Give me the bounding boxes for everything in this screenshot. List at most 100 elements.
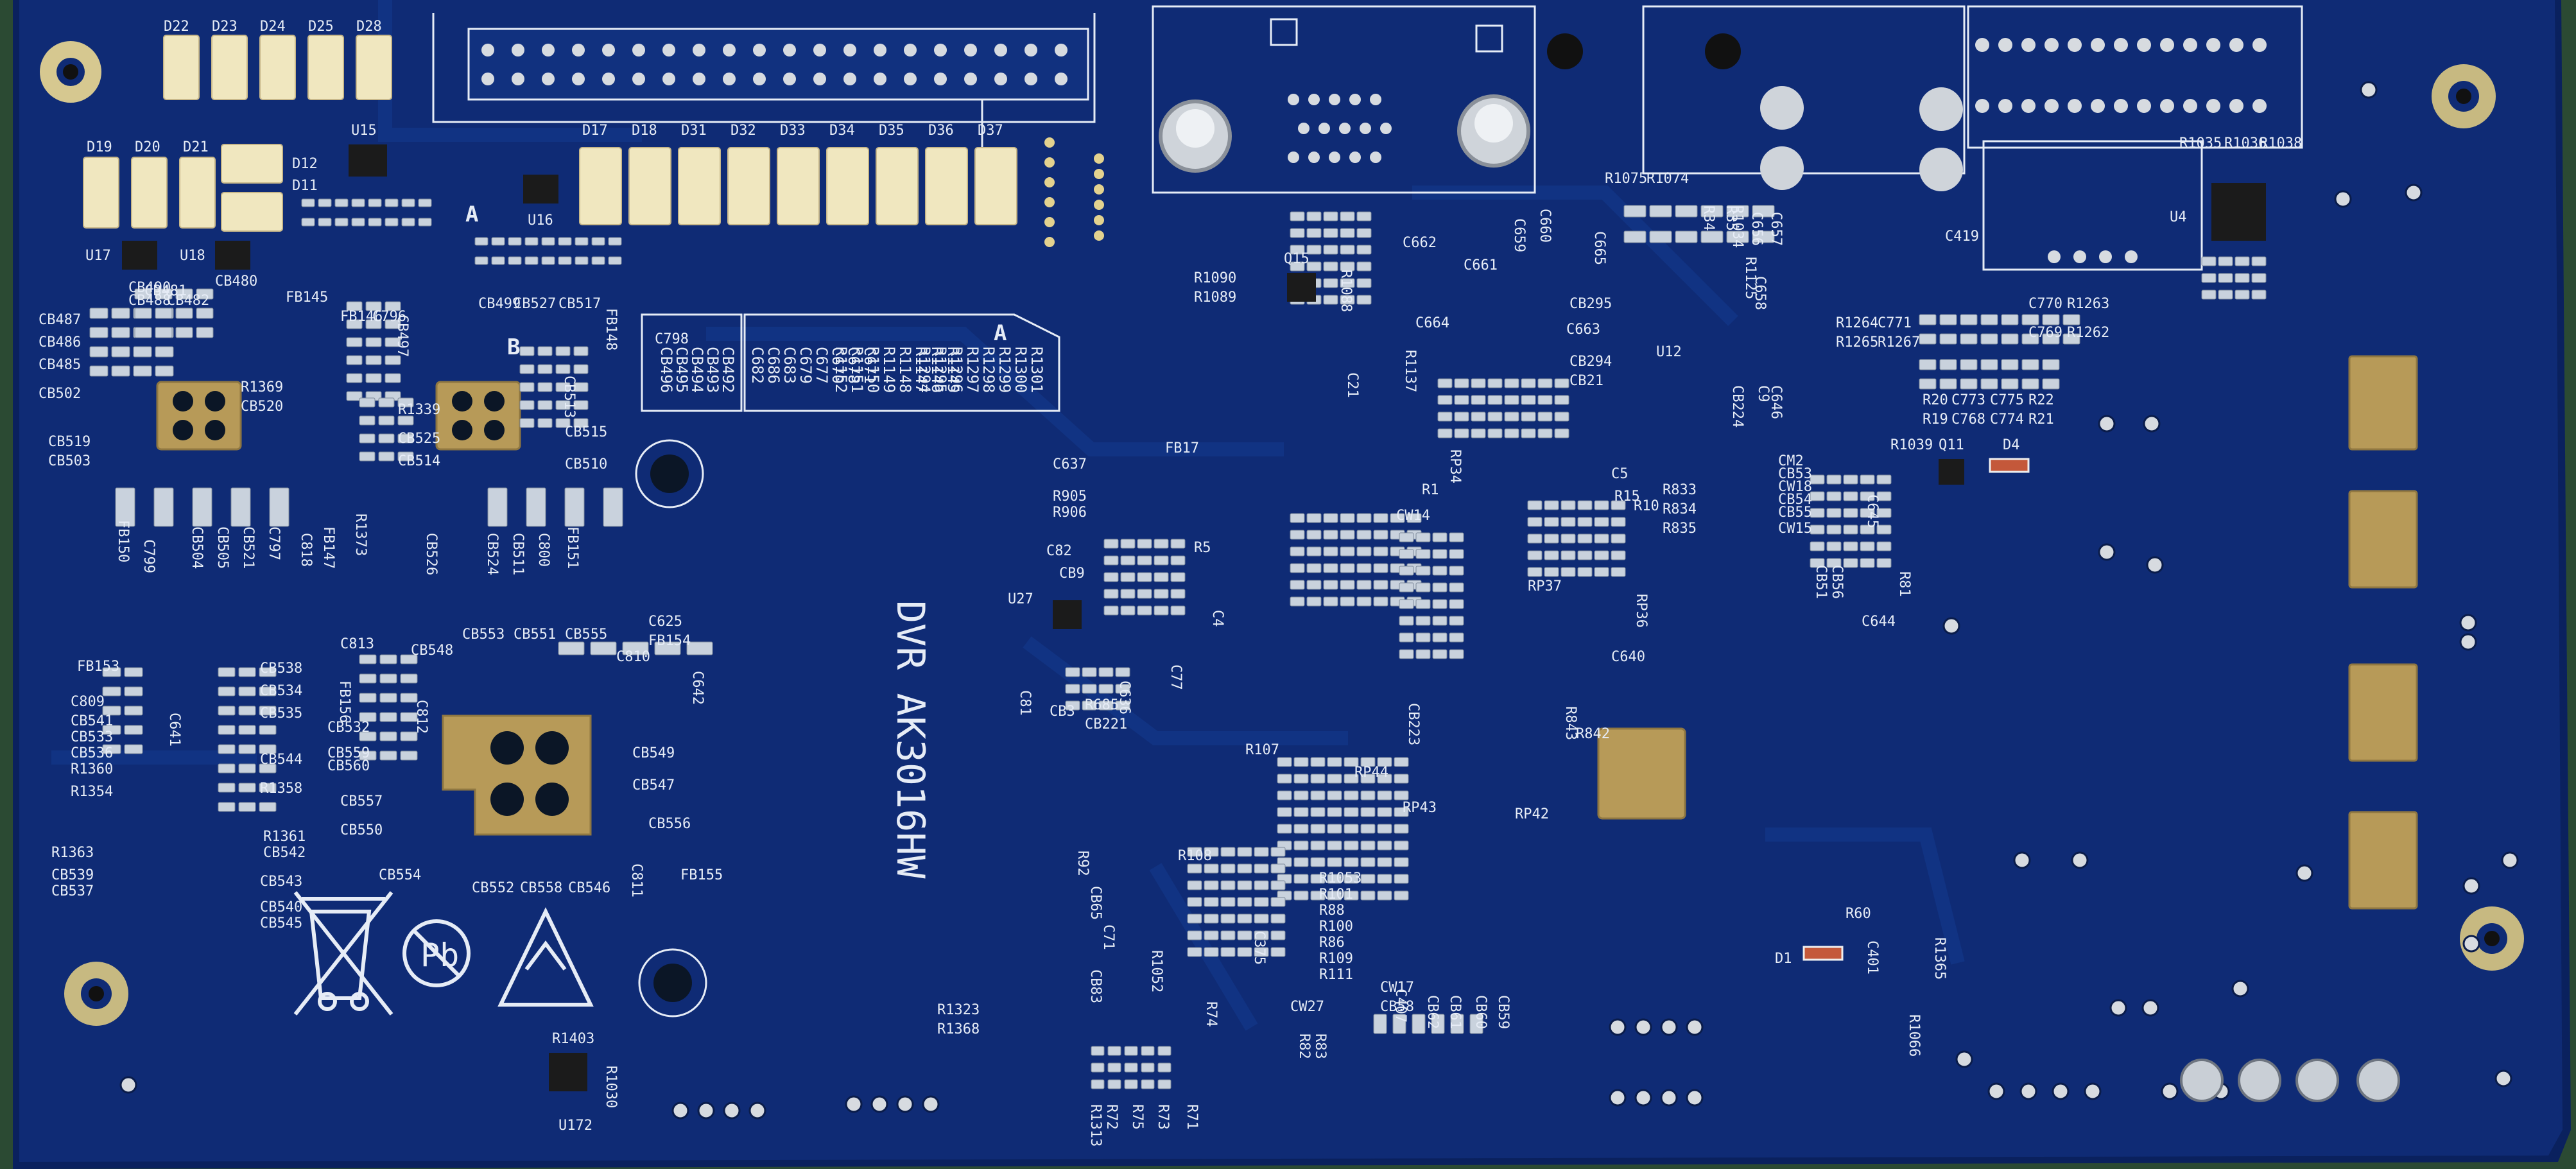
silk-label-d4: D4 <box>2003 437 2020 453</box>
table-a-cell: C677 <box>813 347 831 384</box>
silk-label-c796: C796 <box>372 309 406 325</box>
silk-label-r20: R20 <box>1923 392 1948 408</box>
silk-label-r834: R834 <box>1663 501 1697 517</box>
table-a-cell: R1301 <box>1028 347 1046 393</box>
silk-label-d18: D18 <box>632 123 657 139</box>
table-a-cell: R1295 <box>931 347 949 393</box>
silk-label-c810: C810 <box>616 649 650 665</box>
silk-label-c768: C768 <box>1951 411 1985 428</box>
silk-label-cb545: CB545 <box>260 915 302 931</box>
silk-label-cw18: CW18 <box>1778 479 1812 495</box>
silk-label-cb58: CB58 <box>1380 999 1414 1015</box>
connector-right-top <box>1975 38 2267 263</box>
silk-label-c659: C659 <box>1511 218 1527 252</box>
silk-label-r10: R10 <box>1634 498 1659 514</box>
silk-label-c71: C71 <box>1100 924 1116 950</box>
silk-label-cb555: CB555 <box>565 627 607 643</box>
silk-label-cb224: CB224 <box>1729 385 1745 428</box>
silk-label-q15: Q15 <box>1284 251 1310 267</box>
table-a-cell: R1151 <box>848 347 866 393</box>
silk-label-cb558: CB558 <box>520 880 562 896</box>
silk-label-c800: C800 <box>535 533 551 567</box>
silk-label-r1365: R1365 <box>1932 937 1948 980</box>
silk-label-r1053: R1053 <box>1319 870 1361 887</box>
silk-label-cb65: CB65 <box>1087 886 1103 920</box>
silk-label-cb59: CB59 <box>1495 995 1511 1029</box>
silk-label-r843: R843 <box>1562 706 1578 740</box>
silk-label-c407: C407 <box>1392 989 1408 1023</box>
silk-label-r21: R21 <box>2028 411 2054 428</box>
silk-label-cb544: CB544 <box>260 752 302 768</box>
silk-label-d34: D34 <box>829 123 855 139</box>
silk-label-r88: R88 <box>1319 903 1345 919</box>
silk-label-cb499: CB499 <box>478 296 521 312</box>
silk-label-r1263: R1263 <box>2067 296 2109 312</box>
silk-label-r1339: R1339 <box>398 402 440 418</box>
silk-label-c769: C769 <box>2028 325 2062 341</box>
silk-label-cw15: CW15 <box>1778 521 1812 537</box>
silk-frames <box>432 5 2303 412</box>
silk-label-u15: U15 <box>351 123 377 139</box>
silk-label-cb513: CB513 <box>561 376 577 418</box>
silk-label-c811: C811 <box>628 863 644 897</box>
mounting-hole-bottom-right <box>2460 906 2524 971</box>
silk-label-c771: C771 <box>1878 315 1912 331</box>
silk-label-r685: R685 <box>1085 697 1119 713</box>
silk-label-d17: D17 <box>582 123 608 139</box>
silk-label-r108: R108 <box>1178 848 1212 864</box>
silk-label-rp43: RP43 <box>1403 800 1437 816</box>
vias <box>119 81 2519 1120</box>
table-a-cell: C671 <box>861 347 879 384</box>
silk-label-cb521: CB521 <box>240 526 256 569</box>
silk-label-r86: R86 <box>1319 935 1345 951</box>
silk-label-cb556: CB556 <box>648 816 691 832</box>
silk-label-r1313: R1313 <box>1087 1104 1103 1147</box>
silk-label-r73: R73 <box>1155 1104 1171 1130</box>
board-model-label: DVR AK3016HW <box>888 600 933 879</box>
silk-label-fb155: FB155 <box>680 867 723 883</box>
silk-label-c775: C775 <box>1990 392 2024 408</box>
silk-label-fb154: FB154 <box>648 633 691 649</box>
silk-label-c645: C645 <box>1864 494 1880 528</box>
silk-label-r92: R92 <box>1075 851 1091 876</box>
silk-label-cb56: CB56 <box>1829 565 1845 599</box>
silk-label-c812: C812 <box>413 700 429 734</box>
silk-label-r22: R22 <box>2028 392 2054 408</box>
silk-label-c82: C82 <box>1046 543 1072 559</box>
silk-label-r1137: R1137 <box>1402 350 1418 392</box>
silk-label-cb526: CB526 <box>423 533 439 575</box>
table-b-cell: CB496 <box>657 347 675 393</box>
table-b-cell: CB495 <box>673 347 691 393</box>
silk-label-cb60: CB60 <box>1473 995 1489 1029</box>
silk-label-cb487: CB487 <box>39 312 81 328</box>
silk-label-fb145: FB145 <box>286 290 328 306</box>
silk-label-r1036: R1036 <box>2224 135 2267 152</box>
silk-label-r1038: R1038 <box>2260 135 2302 152</box>
silk-label-u27: U27 <box>1008 591 1033 607</box>
silk-label-cw14: CW14 <box>1396 508 1430 524</box>
silk-label-cb490: CB490 <box>128 280 171 296</box>
silk-label-cb552: CB552 <box>472 880 514 896</box>
mounting-hole-lower-left <box>638 948 707 1017</box>
table-a-cell: R1148 <box>896 347 914 393</box>
silk-label-cb534: CB534 <box>260 683 302 699</box>
silk-label-cb83: CB83 <box>1087 969 1103 1003</box>
silk-label-r1089: R1089 <box>1194 290 1236 306</box>
silk-label-c625: C625 <box>648 614 682 630</box>
silk-label-rp34: RP34 <box>1447 449 1463 483</box>
silk-label-cb510: CB510 <box>565 456 607 472</box>
silk-label-c797: C797 <box>266 526 282 560</box>
section-a-label-2: A <box>465 202 478 227</box>
silk-label-r1373: R1373 <box>352 514 368 556</box>
silk-label-fb17: FB17 <box>1165 440 1199 456</box>
silk-label-fb146: FB146 <box>340 309 383 325</box>
silk-label-cb524: CB524 <box>484 533 500 575</box>
silk-label-r5: R5 <box>1194 540 1211 556</box>
silk-label-d33: D33 <box>780 123 806 139</box>
metal-posts <box>1159 33 1963 191</box>
silk-label-fb147: FB147 <box>320 526 336 569</box>
silk-label-d35: D35 <box>879 123 904 139</box>
